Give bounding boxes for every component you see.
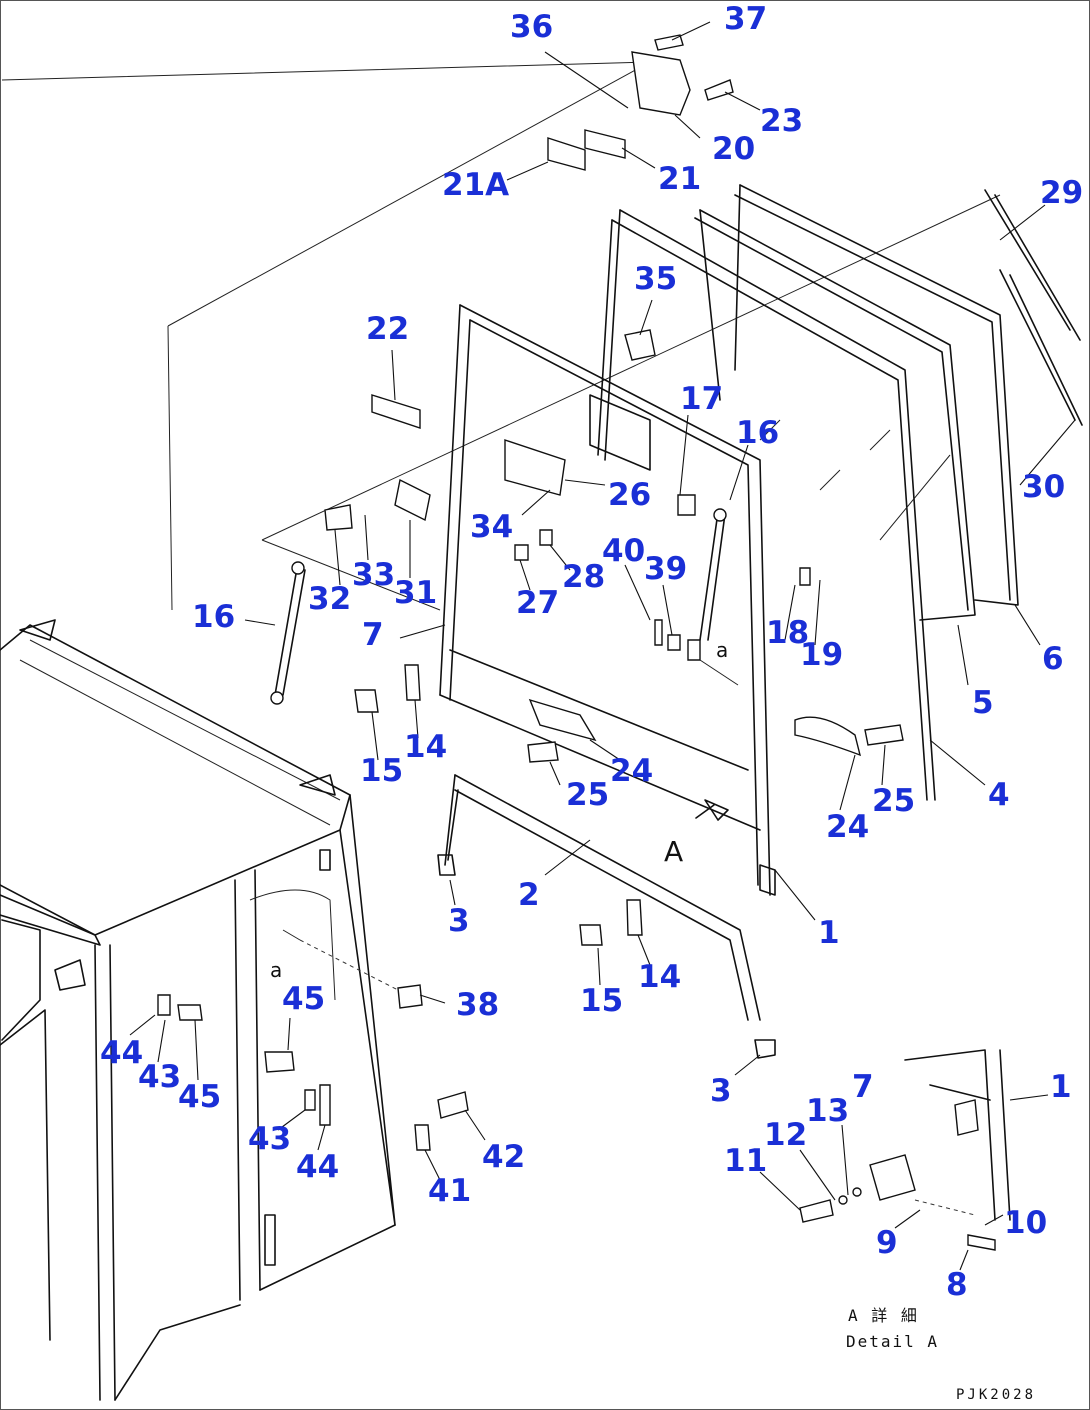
- callout-16: 16: [736, 415, 780, 451]
- callout-6: 6: [1042, 641, 1064, 677]
- callout-45: 45: [282, 981, 326, 1017]
- detail-a-drawing: [799, 1049, 1011, 1251]
- detail-label: A 詳 細: [848, 1306, 919, 1325]
- callout-21: 21: [658, 161, 702, 197]
- small-parts: [157, 329, 904, 1151]
- view-arrows: [282, 659, 739, 991]
- callout-45b: 45: [178, 1079, 222, 1115]
- callout-29: 29: [1040, 175, 1084, 211]
- callout-2: 2: [518, 877, 540, 913]
- detail-caption: Detail A: [846, 1332, 940, 1351]
- view-mark-a-cab: a: [270, 958, 283, 982]
- callout-44b: 44: [296, 1149, 340, 1185]
- callout-1: 1: [818, 915, 840, 951]
- callout-40: 40: [602, 533, 646, 569]
- callout-39: 39: [644, 551, 688, 587]
- callout-26: 26: [608, 477, 652, 513]
- cab-reference-line: [261, 194, 1001, 611]
- view-mark-a: a: [716, 638, 729, 662]
- window-glass-set: [597, 184, 1019, 801]
- callout-21a: 21A: [442, 167, 510, 203]
- callout-31: 31: [394, 575, 438, 611]
- callout-18: 18: [766, 615, 810, 651]
- callout-13: 13: [806, 1093, 850, 1129]
- callout-27: 27: [516, 585, 560, 621]
- gas-springs: [270, 508, 727, 705]
- callout-28: 28: [562, 559, 606, 595]
- callout-9: 9: [876, 1225, 898, 1261]
- callout-7b: 7: [852, 1069, 874, 1105]
- callout-3: 3: [448, 903, 470, 939]
- rear-frame: [439, 304, 776, 896]
- cab-roof-outline: [1, 61, 651, 611]
- callout-38: 38: [456, 987, 500, 1023]
- callout-43: 43: [138, 1059, 182, 1095]
- callout-12: 12: [764, 1117, 808, 1153]
- callout-42: 42: [482, 1139, 526, 1175]
- callout-44: 44: [100, 1035, 144, 1071]
- callout-3b: 3: [710, 1073, 732, 1109]
- callout-35: 35: [634, 261, 678, 297]
- callout-24: 24: [610, 753, 654, 789]
- callout-22: 22: [366, 311, 410, 347]
- callout-19: 19: [800, 637, 844, 673]
- callout-14b: 14: [638, 959, 682, 995]
- callout-30: 30: [1022, 469, 1066, 505]
- callout-11: 11: [724, 1143, 768, 1179]
- callout-8: 8: [946, 1267, 968, 1303]
- callout-41: 41: [428, 1173, 472, 1209]
- hinge-parts: [547, 34, 734, 171]
- wiper-assembly: [984, 189, 1083, 426]
- callout-33: 33: [352, 557, 396, 593]
- callout-14: 14: [404, 729, 448, 765]
- drawing-code: PJK2028: [956, 1387, 1037, 1403]
- callout-7: 7: [362, 617, 384, 653]
- view-label-a: A: [664, 835, 684, 868]
- callout-15: 15: [360, 753, 404, 789]
- callout-4: 4: [988, 777, 1010, 813]
- callout-5: 5: [972, 685, 994, 721]
- callout-32: 32: [308, 581, 352, 617]
- callout-23: 23: [760, 103, 804, 139]
- cab-body: [0, 619, 396, 1401]
- callout-1b: 1: [1050, 1069, 1072, 1105]
- callout-20: 20: [712, 131, 756, 167]
- callout-43b: 43: [248, 1121, 292, 1157]
- callout-25b: 25: [872, 783, 916, 819]
- callout-25: 25: [566, 777, 610, 813]
- callout-37: 37: [724, 1, 768, 37]
- callout-24b: 24: [826, 809, 870, 845]
- callout-10: 10: [1004, 1205, 1048, 1241]
- leader-lines: [129, 21, 1076, 1271]
- callout-34: 34: [470, 509, 514, 545]
- callout-16b: 16: [192, 599, 236, 635]
- callout-17: 17: [680, 381, 724, 417]
- callout-36: 36: [510, 9, 554, 45]
- callout-15b: 15: [580, 983, 624, 1019]
- lower-frame: [437, 774, 776, 1059]
